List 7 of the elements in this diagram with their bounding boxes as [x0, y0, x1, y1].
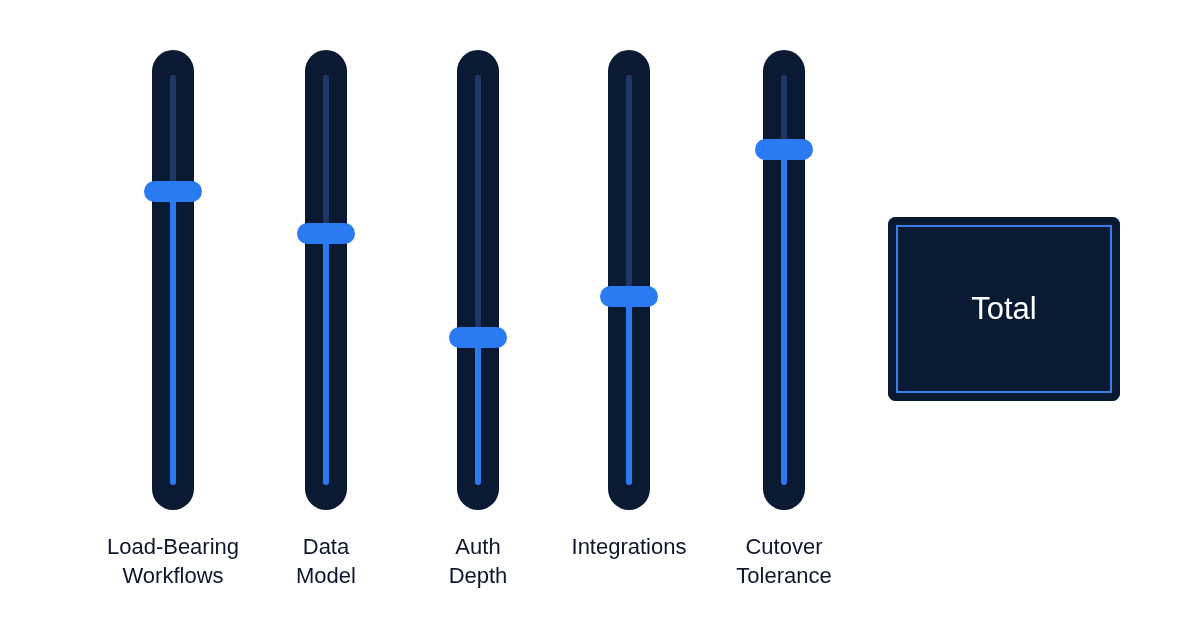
slider-label: Integrations — [570, 533, 688, 561]
slider-label: Data Model — [295, 533, 357, 590]
slider-label: Load-Bearing Workflows — [105, 533, 241, 590]
box-title: Total — [971, 290, 1037, 328]
total-box — [888, 217, 1120, 401]
slider-label: Auth Depth — [447, 533, 509, 590]
slider-label: Cutover Tolerance — [735, 533, 833, 590]
